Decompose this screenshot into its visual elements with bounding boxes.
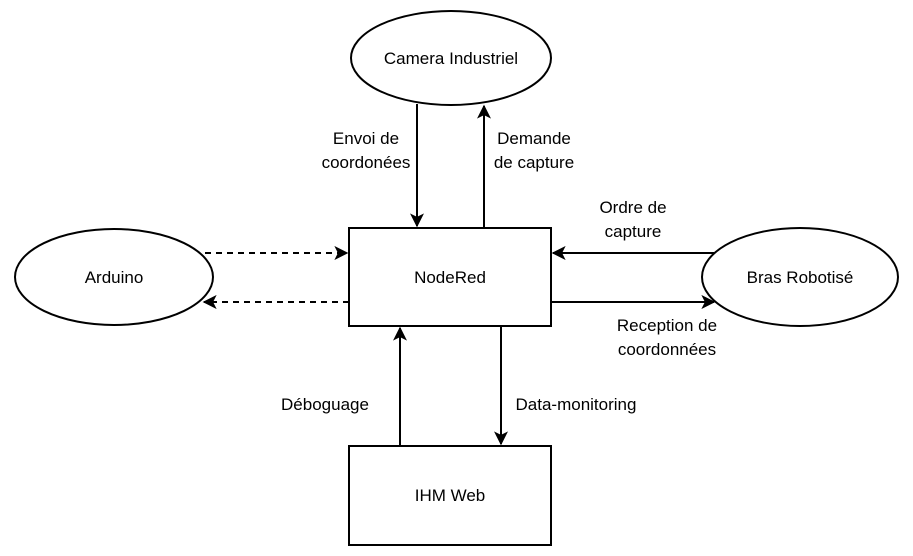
reception-coordonnees-label-1: Reception de [617, 316, 717, 335]
ordre-capture-label-2: capture [605, 222, 662, 241]
nodered-label: NodeRed [414, 268, 486, 287]
nodered-node: NodeRed [348, 227, 552, 327]
demande-capture-label-2: de capture [494, 153, 574, 172]
demande-capture-label-1: Demande [497, 129, 571, 148]
ordre-capture-label-1: Ordre de [599, 198, 666, 217]
arduino-node: Arduino [14, 228, 214, 326]
arduino-label: Arduino [85, 268, 144, 287]
camera-industriel-label: Camera Industriel [384, 49, 518, 68]
deboguage-label: Déboguage [281, 395, 369, 414]
bras-robotise-label: Bras Robotisé [747, 268, 854, 287]
envoi-coordonees-label-2: coordonées [322, 153, 411, 172]
envoi-coordonees-label-1: Envoi de [333, 129, 399, 148]
data-monitoring-label: Data-monitoring [516, 395, 637, 414]
bras-robotise-node: Bras Robotisé [701, 227, 899, 327]
ihm-web-node: IHM Web [348, 445, 552, 546]
reception-coordonnees-label-2: coordonnées [618, 340, 716, 359]
camera-industriel-node: Camera Industriel [350, 10, 552, 106]
ihm-web-label: IHM Web [415, 486, 486, 505]
